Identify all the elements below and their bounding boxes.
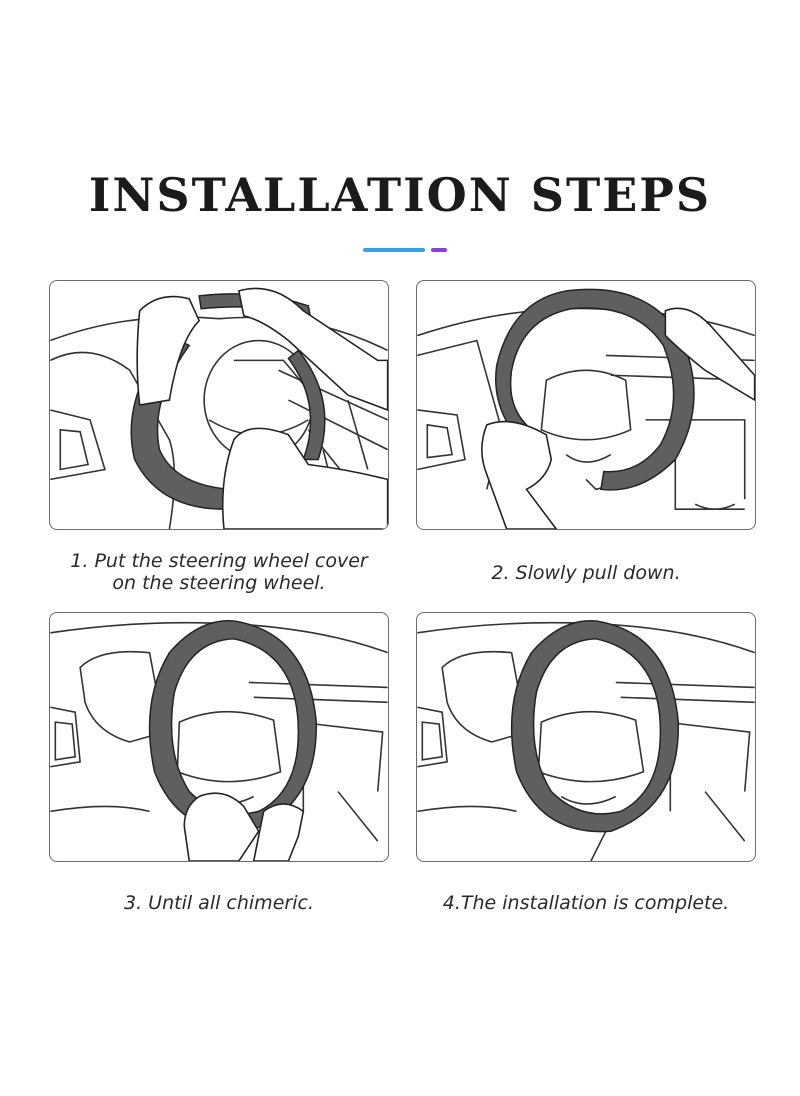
underline-blue-bar [363, 248, 425, 252]
step-3-drawing [50, 619, 388, 861]
step-3-illustration [49, 612, 389, 862]
step-1-caption: 1. Put the steering wheel cover on the s… [49, 550, 389, 594]
step-1-illustration [49, 280, 389, 530]
step-4-illustration [416, 612, 756, 862]
wheel-cover-complete [510, 619, 680, 833]
step-1-caption-line1: 1. Put the steering wheel cover [70, 550, 368, 572]
step-4-caption-line1: 4.The installation is complete. [442, 892, 730, 914]
step-2-drawing [417, 288, 755, 529]
step-2-caption: 2. Slowly pull down. [416, 562, 756, 584]
step-2-illustration [416, 280, 756, 530]
step-4-caption: 4.The installation is complete. [416, 892, 756, 914]
step-3-caption-line1: 3. Until all chimeric. [124, 892, 314, 914]
title-underline [363, 248, 447, 252]
wheel-cover-pulled [494, 288, 695, 491]
step-1-drawing [50, 287, 388, 529]
page-title: INSTALLATION STEPS [88, 168, 712, 222]
step-2-caption-line1: 2. Slowly pull down. [491, 562, 681, 584]
step-3-caption: 3. Until all chimeric. [49, 892, 389, 914]
step-4-drawing [417, 619, 755, 861]
step-1-caption-line2: on the steering wheel. [112, 572, 326, 594]
underline-purple-bar [431, 248, 447, 252]
